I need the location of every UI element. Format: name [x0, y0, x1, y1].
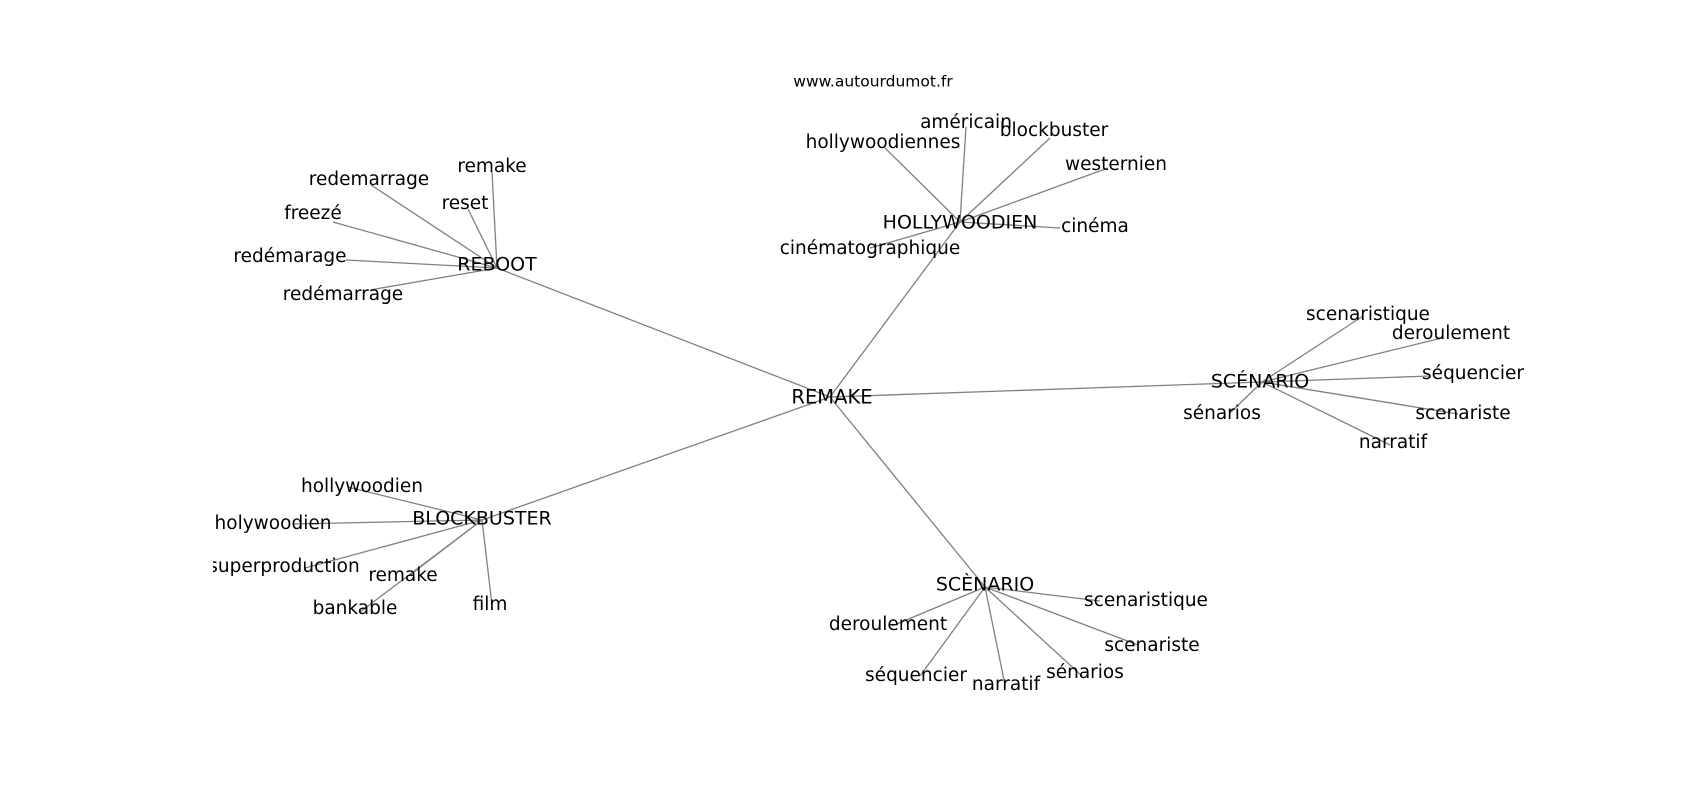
leaf-node-scenario-grave-senarios: sénarios	[1046, 662, 1124, 683]
leaf-node-scenario-acute-scenaristique: scenaristique	[1306, 304, 1430, 325]
edge-scenario-acute-deroulement	[1261, 337, 1443, 383]
leaf-node-reboot-redemarrage: redemarrage	[309, 169, 429, 190]
leaf-node-scenario-grave-narratif: narratif	[972, 674, 1041, 695]
graph-labels: REMAKE REBOOT remake redemarrage reset freezé…	[208, 112, 1524, 695]
edge-hollywoodien-hollywoodiennes	[884, 147, 961, 223]
edge-blockbuster-hollywoodien	[347, 486, 483, 521]
edge-hollywoodien-blockbuster	[959, 137, 1051, 223]
graph-edges	[292, 126, 1459, 686]
hub-node-hollywoodien: HOLLYWOODIEN	[883, 212, 1038, 234]
leaf-node-reboot-remake: remake	[457, 156, 526, 177]
center-node-remake: REMAKE	[791, 386, 872, 409]
leaf-node-hollywoodien-hollywoodiennes: hollywoodiennes	[806, 132, 961, 153]
leaf-node-scenario-acute-sequencier: séquencier	[1422, 363, 1524, 384]
edge-blockbuster-holywoodien	[292, 519, 483, 525]
edge-reboot-redemarrage	[369, 267, 498, 291]
leaf-node-scenario-acute-narratif: narratif	[1359, 432, 1428, 453]
hub-node-blockbuster: BLOCKBUSTER	[412, 508, 551, 530]
leaf-node-blockbuster-hollywoodien: hollywoodien	[301, 476, 423, 497]
leaf-node-hollywoodien-blockbuster: blockbuster	[1000, 120, 1109, 141]
hub-node-scenario-grave: SCÈNARIO	[936, 573, 1034, 596]
leaf-node-scenario-acute-senarios: sénarios	[1183, 403, 1261, 424]
leaf-node-scenario-grave-sequencier: séquencier	[865, 665, 967, 686]
edge-blockbuster-superproduction	[304, 519, 483, 569]
leaf-node-reboot-freeze: freezé	[284, 203, 342, 224]
edge-scenario-grave-narratif	[984, 586, 1006, 686]
edge-blockbuster-bankable	[359, 519, 483, 613]
edge-hollywoodien-americain	[959, 126, 967, 223]
leaf-node-blockbuster-film: film	[473, 594, 508, 615]
edge-hollywoodien-westernien	[959, 167, 1109, 223]
leaf-node-blockbuster-bankable: bankable	[313, 598, 398, 619]
edge-remake-hollywoodien	[829, 221, 961, 398]
watermark-url: www.autourdumot.fr	[793, 73, 953, 91]
edge-reboot-redemarage	[345, 259, 498, 269]
edge-blockbuster-film	[481, 519, 493, 606]
leaf-node-scenario-acute-scenariste: scenariste	[1415, 403, 1510, 424]
leaf-node-scenario-grave-scenaristique: scenaristique	[1084, 590, 1208, 611]
hub-node-scenario-acute: SCÉNARIO	[1211, 370, 1309, 393]
hub-node-reboot: REBOOT	[457, 254, 537, 276]
edge-scenario-acute-sequencier	[1261, 375, 1431, 383]
leaf-node-reboot-redemarage: redémarage	[233, 246, 346, 267]
leaf-node-blockbuster-superproduction: superproduction	[208, 556, 359, 577]
leaf-node-hollywoodien-cinematographique: cinématographique	[780, 238, 961, 259]
leaf-node-reboot-reset: reset	[442, 193, 489, 214]
leaf-node-reboot-redemarrage: redémarrage	[283, 284, 403, 305]
leaf-node-scenario-grave-scenariste: scenariste	[1104, 635, 1199, 656]
edge-remake-scenario-grave	[829, 396, 986, 588]
edge-scenario-grave-scenaristique	[984, 586, 1101, 602]
edge-reboot-remake	[491, 171, 498, 269]
leaf-node-blockbuster-holywoodien: holywoodien	[215, 513, 332, 534]
edge-hollywoodien-cinematographique	[869, 221, 961, 249]
edge-reboot-freeze	[332, 221, 498, 269]
edge-reboot-redemarrage	[370, 184, 498, 269]
leaf-node-hollywoodien-cinema: cinéma	[1061, 216, 1129, 237]
edge-reboot-reset	[467, 208, 498, 269]
edge-scenario-acute-scenaristique	[1261, 315, 1364, 383]
edge-scenario-grave-sequencier	[919, 586, 986, 677]
edge-hollywoodien-cinema	[959, 221, 1061, 229]
edge-remake-reboot	[496, 267, 831, 398]
edge-remake-scenario-acute	[829, 381, 1263, 398]
edge-scenario-acute-scenariste	[1261, 381, 1459, 415]
leaf-node-blockbuster-remake: remake	[368, 565, 437, 586]
leaf-node-scenario-grave-deroulement: deroulement	[829, 614, 947, 635]
edge-scenario-grave-scenariste	[984, 586, 1139, 646]
edge-scenario-grave-deroulement	[891, 586, 986, 627]
edge-remake-blockbuster	[481, 396, 831, 521]
edge-scenario-acute-narratif	[1261, 381, 1391, 446]
leaf-node-hollywoodien-westernien: westernien	[1065, 154, 1167, 175]
leaf-node-hollywoodien-americain: américain	[920, 112, 1012, 133]
edge-scenario-acute-senarios	[1229, 381, 1263, 414]
leaf-node-scenario-acute-deroulement: deroulement	[1392, 323, 1510, 344]
edge-scenario-grave-senarios	[984, 586, 1083, 677]
